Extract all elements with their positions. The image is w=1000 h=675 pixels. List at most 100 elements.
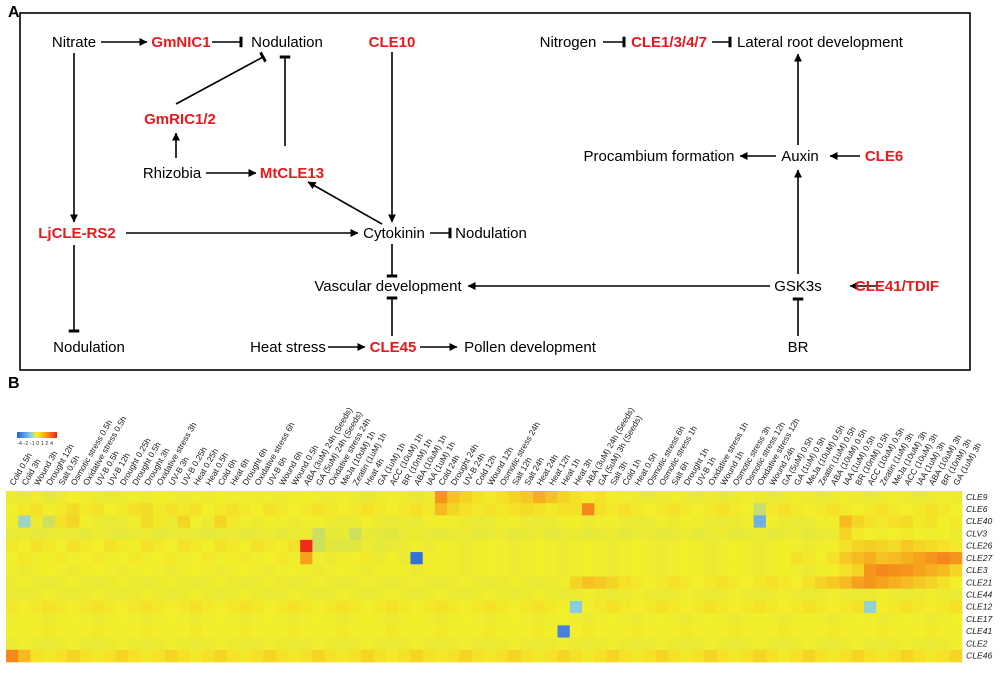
heatmap-cell [814,539,828,553]
heatmap-cell [104,552,117,565]
heatmap-cell [643,600,656,614]
heatmap-cell [863,613,877,626]
heatmap-cell [385,539,399,553]
heatmap-cell [434,600,448,614]
heatmap-cell [263,564,276,577]
heatmap-cell [655,564,669,577]
heatmap-cell [459,600,473,614]
heatmap-cell [238,600,252,614]
heatmap-cell [91,576,105,590]
heatmap-cell [165,588,178,602]
node-gmric12: GmRIC1/2 [144,111,216,128]
heatmap-cell [765,552,779,565]
heatmap-cell [398,600,411,614]
heatmap-cell [140,515,154,528]
heatmap-cell [508,515,522,528]
heatmap-cell [949,539,963,553]
heatmap-cell [104,576,117,590]
heatmap-cell [618,491,632,504]
heatmap-cell [949,503,963,516]
heatmap-cell [104,637,117,651]
heatmap-cell [226,527,240,541]
heatmap-cell [851,600,865,614]
heatmap-cell [900,539,914,553]
heatmap-cell [876,539,889,553]
heatmap-cell [165,576,178,590]
heatmap-cell [336,625,350,638]
heatmap-cell [177,527,191,541]
heatmap-cell [287,649,301,663]
heatmap-cell [496,552,509,565]
heatmap-cell [177,503,191,516]
heatmap-cell [667,564,681,577]
heatmap-cell [398,552,411,565]
heatmap-cell [839,625,852,638]
heatmap-cell [165,649,178,663]
heatmap-cell [165,539,178,553]
heatmap-cell [263,613,276,626]
heatmap-cell [398,649,411,663]
heatmap-cell [165,503,178,516]
heatmap-cell [655,515,669,528]
heatmap-cell [753,588,767,602]
heatmap-cell [275,552,289,565]
heatmap-cell [851,625,865,638]
heatmap-cell [79,637,93,651]
heatmap-cell [839,637,852,651]
node-nitrate: Nitrate [52,34,96,51]
color-scale-bar [17,432,57,438]
heatmap-cell [55,637,68,651]
heatmap-cell [582,491,595,504]
heatmap-cell [508,503,522,516]
heatmap-cell [937,625,951,638]
heatmap-row-label: CLE9 [966,492,988,502]
heatmap-cell [140,564,154,577]
heatmap-cell [545,625,558,638]
heatmap-cell [202,600,215,614]
heatmap-cell [140,539,154,553]
heatmap-cell [753,564,767,577]
heatmap-cell [226,649,240,663]
heatmap-cell [851,491,865,504]
heatmap-cell [643,625,656,638]
heatmap-cell [508,539,522,553]
heatmap-cell [802,552,816,565]
heatmap-row-label: CLE27 [966,553,993,563]
heatmap-cell [373,588,387,602]
heatmap-cell [839,491,852,504]
heatmap-cell [643,588,656,602]
heatmap-cell [618,552,632,565]
heatmap-cell [716,588,730,602]
heatmap-cell [912,637,926,651]
heatmap-cell [557,625,571,638]
heatmap-cell [67,613,80,626]
heatmap-cell [729,552,742,565]
heatmap-cell [900,527,914,541]
heatmap-cell [484,564,497,577]
heatmap-cell [484,625,497,638]
heatmap-cell [42,625,56,638]
heatmap-cell [716,491,730,504]
heatmap-cell [912,613,926,626]
heatmap-cell [447,491,460,504]
heatmap-cell [496,527,509,541]
heatmap-cell [937,564,951,577]
heatmap-cell [447,588,460,602]
heatmap-cell [153,637,166,651]
heatmap-row-label: CLE2 [966,638,988,648]
heatmap-cell [851,539,865,553]
heatmap-cell [790,588,803,602]
heatmap-cell [116,527,129,541]
heatmap-cell [91,564,105,577]
heatmap-cell [496,564,509,577]
heatmap-cell [925,649,938,663]
heatmap-cell [643,539,656,553]
heatmap-cell [251,613,264,626]
heatmap-cell [863,576,877,590]
heatmap-cell [569,625,583,638]
heatmap-cell [6,503,19,516]
heatmap-cell [827,588,840,602]
heatmap-cell [336,552,350,565]
heatmap-cell [153,588,166,602]
heatmap-cell [398,576,411,590]
